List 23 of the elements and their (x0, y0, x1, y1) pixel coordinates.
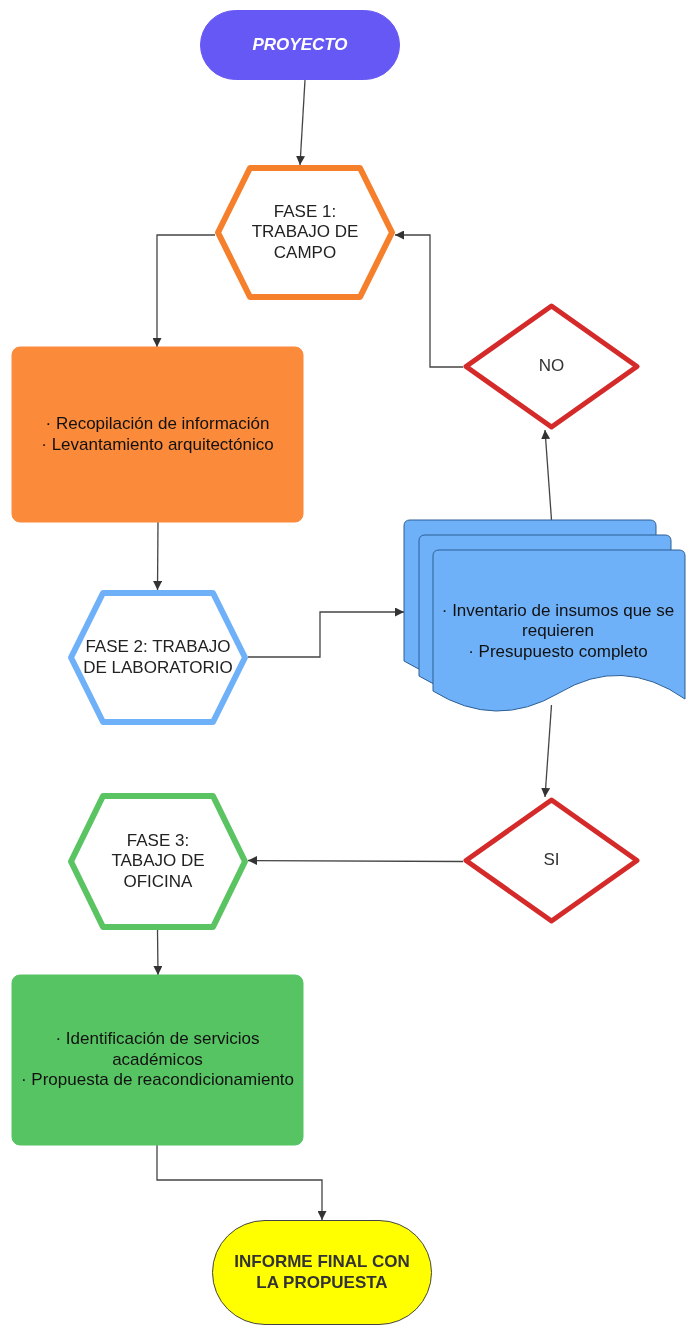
node-text: · Identificación de servicios académicos (54, 1029, 261, 1071)
node-text: · Levantamiento arquitectónico (41, 434, 274, 455)
arrow (152, 234, 216, 348)
arrow (541, 429, 553, 521)
node-text: · Recopilación de información (45, 414, 270, 435)
node-text: · Inventario de insumos que se requieren (440, 600, 676, 642)
node-text: FASE 2: TRABAJO DE LABORATORIO (83, 637, 233, 678)
node-text: FASE 1: TRABAJO DE CAMPO (250, 201, 360, 264)
arrow (296, 79, 306, 166)
node-text: PROYECTO (252, 34, 348, 56)
arrow (541, 704, 553, 798)
arrow (247, 607, 405, 658)
arrow (394, 230, 464, 368)
node-text: SI (543, 850, 560, 871)
node-text: FASE 3: TABAJO DE OFICINA (110, 830, 206, 893)
node-text: · Propuesta de reacondicionamiento (20, 1070, 295, 1091)
arrow (247, 856, 464, 866)
arrow (156, 1144, 327, 1221)
node-text: INFORME FINAL CON LA PROPUESTA (233, 1252, 411, 1293)
arrow (153, 521, 163, 591)
arrow (153, 929, 163, 976)
node-text: · Presupuesto completo (468, 641, 648, 663)
node-text: NO (538, 356, 565, 377)
